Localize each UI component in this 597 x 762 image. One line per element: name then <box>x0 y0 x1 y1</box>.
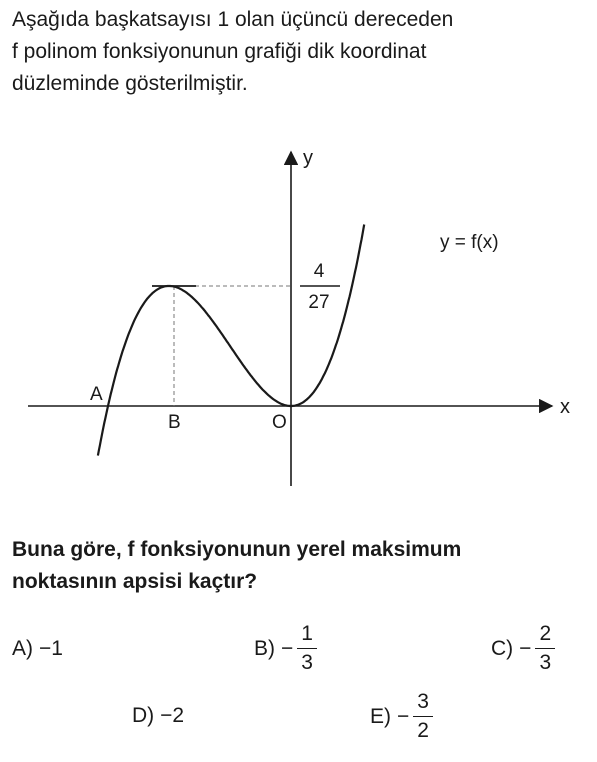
option-e[interactable]: E) − 3 2 <box>370 690 433 743</box>
option-c-fraction: 2 3 <box>535 622 556 675</box>
intro-line-2: f polinom fonksiyonunun grafiği dik koor… <box>12 40 427 63</box>
option-b-denominator: 3 <box>301 651 313 674</box>
problem-statement: Aşağıda başkatsayısı 1 olan üçüncü derec… <box>12 4 582 100</box>
option-b[interactable]: B) − 1 3 <box>254 622 317 675</box>
y-axis-label: y <box>303 147 313 169</box>
option-e-fraction: 3 2 <box>413 690 433 743</box>
option-b-numerator: 1 <box>297 622 317 649</box>
intro-line-1: Aşağıda başkatsayısı 1 olan üçüncü derec… <box>12 8 454 31</box>
option-b-sign: − <box>281 636 294 660</box>
option-e-sign: − <box>397 704 410 728</box>
option-e-denominator: 2 <box>417 719 429 742</box>
option-e-numerator: 3 <box>413 690 433 717</box>
option-a[interactable]: A) −1 <box>12 637 63 661</box>
option-b-letter: B) <box>254 636 275 660</box>
option-e-letter: E) <box>370 704 391 728</box>
point-b-label: B <box>168 412 181 433</box>
x-axis-label: x <box>560 396 570 418</box>
option-d-value: −2 <box>160 704 185 727</box>
max-value-numerator: 4 <box>314 261 325 282</box>
option-a-value: −1 <box>39 637 63 660</box>
option-c-sign: − <box>519 636 532 660</box>
function-graph: y x y = f(x) 4 27 A B O <box>28 147 570 486</box>
option-a-letter: A) <box>12 637 33 660</box>
option-b-fraction: 1 3 <box>297 622 317 675</box>
option-c-numerator: 2 <box>535 622 556 649</box>
option-c[interactable]: C) − 2 3 <box>491 622 556 675</box>
point-a-label: A <box>90 384 103 405</box>
option-c-denominator: 3 <box>539 651 552 674</box>
question-line-2: noktasının apsisi kaçtır? <box>12 570 258 593</box>
option-d-letter: D) <box>132 704 155 727</box>
question-line-1: Buna göre, f fonksiyonunun yerel maksimu… <box>12 538 462 561</box>
cubic-curve <box>96 224 366 456</box>
option-d[interactable]: D) −2 <box>132 704 184 728</box>
point-o-label: O <box>272 412 287 433</box>
question-text: Buna göre, f fonksiyonunun yerel maksimu… <box>12 534 587 598</box>
curve-label: y = f(x) <box>440 232 499 253</box>
max-value-denominator: 27 <box>308 292 329 313</box>
option-c-letter: C) <box>491 636 514 660</box>
intro-line-3: düzleminde gösterilmiştir. <box>12 72 248 95</box>
